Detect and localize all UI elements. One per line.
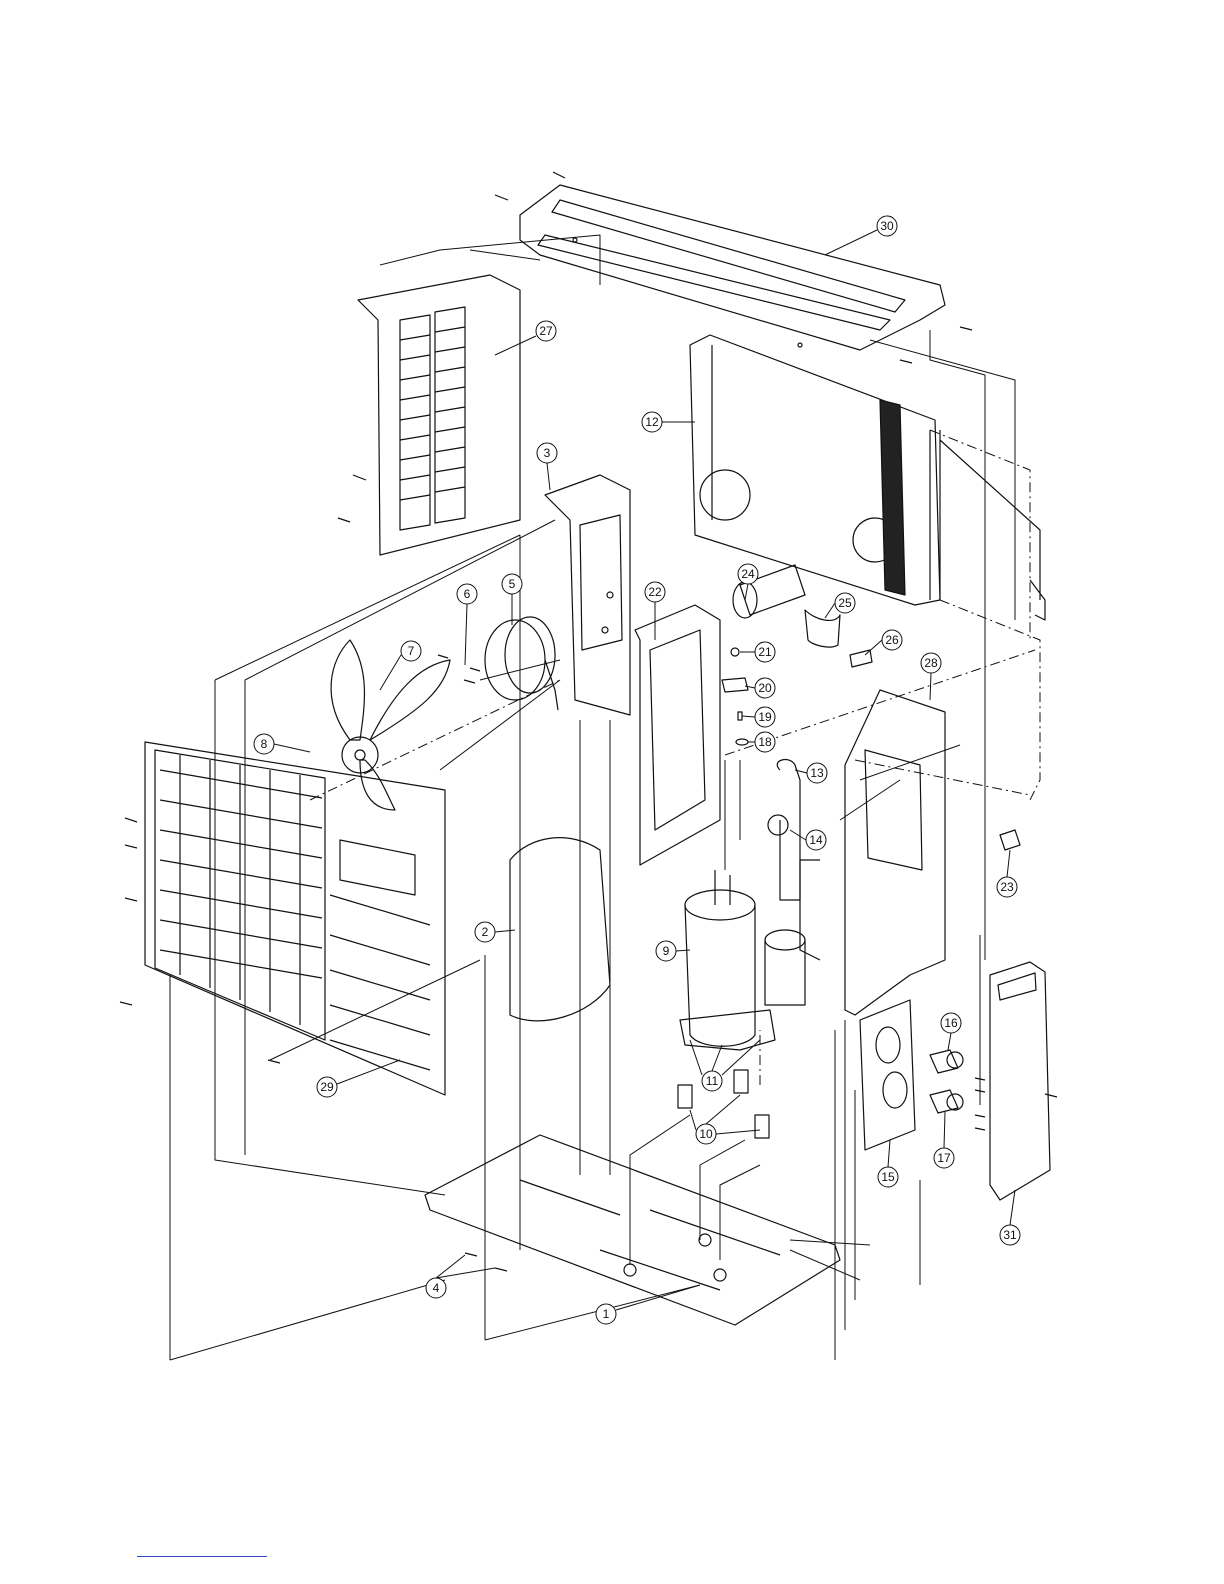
footer-rule bbox=[137, 1556, 267, 1557]
control-box-part bbox=[635, 605, 720, 865]
fan-blade-part bbox=[331, 640, 450, 810]
insulation-part bbox=[510, 838, 610, 1021]
callout-number-23: 23 bbox=[1000, 880, 1014, 894]
base-pan-part bbox=[425, 1135, 840, 1325]
callout-number-29: 29 bbox=[320, 1080, 334, 1094]
callout-number-24: 24 bbox=[741, 567, 755, 581]
clip-part bbox=[1000, 830, 1020, 850]
callout-number-22: 22 bbox=[648, 585, 662, 599]
callout-number-11: 11 bbox=[706, 1074, 719, 1088]
callout-number-6: 6 bbox=[464, 587, 471, 601]
callout-number-30: 30 bbox=[880, 219, 894, 233]
partition-plate-part bbox=[845, 690, 945, 1015]
callout-number-5: 5 bbox=[509, 577, 516, 591]
terminal-block-part bbox=[850, 650, 872, 667]
callout-number-10: 10 bbox=[699, 1127, 713, 1141]
handle-cover-part bbox=[990, 962, 1050, 1200]
callout-number-2: 2 bbox=[482, 925, 489, 939]
callout-number-25: 25 bbox=[838, 596, 852, 610]
callout-number-31: 31 bbox=[1003, 1228, 1017, 1242]
front-panel-part bbox=[145, 742, 445, 1095]
service-valves-part bbox=[930, 1050, 963, 1113]
callout-number-4: 4 bbox=[433, 1281, 440, 1295]
callout-number-17: 17 bbox=[937, 1151, 951, 1165]
callout-number-15: 15 bbox=[881, 1170, 895, 1184]
callout-number-16: 16 bbox=[944, 1016, 958, 1030]
callout-number-28: 28 bbox=[924, 656, 938, 670]
capacitor-clamp-part bbox=[805, 610, 840, 647]
callout-number-8: 8 bbox=[261, 737, 268, 751]
callout-number-19: 19 bbox=[758, 710, 772, 724]
compressor-part bbox=[685, 870, 805, 1046]
piping-part bbox=[768, 760, 820, 960]
small-fittings-part bbox=[722, 648, 748, 745]
callout-number-14: 14 bbox=[809, 833, 823, 847]
callout-number-26: 26 bbox=[885, 633, 899, 647]
side-grille-part bbox=[358, 275, 520, 555]
callout-number-7: 7 bbox=[408, 644, 415, 658]
rubber-cushion-part bbox=[678, 1070, 769, 1138]
screws bbox=[120, 172, 1057, 1271]
callout-number-18: 18 bbox=[758, 735, 772, 749]
callout-number-20: 20 bbox=[758, 681, 772, 695]
compressor-feet-part bbox=[680, 1010, 775, 1050]
callout-number-21: 21 bbox=[758, 645, 772, 659]
callout-number-1: 1 bbox=[603, 1307, 610, 1321]
valve-plate-part bbox=[860, 1000, 915, 1150]
callout-number-12: 12 bbox=[645, 415, 659, 429]
callout-number-13: 13 bbox=[810, 766, 824, 780]
top-cover-part bbox=[520, 185, 945, 350]
callout-number-27: 27 bbox=[539, 324, 553, 338]
callout-number-3: 3 bbox=[544, 446, 551, 460]
callout-number-9: 9 bbox=[663, 944, 670, 958]
motor-bracket-part bbox=[545, 475, 630, 715]
